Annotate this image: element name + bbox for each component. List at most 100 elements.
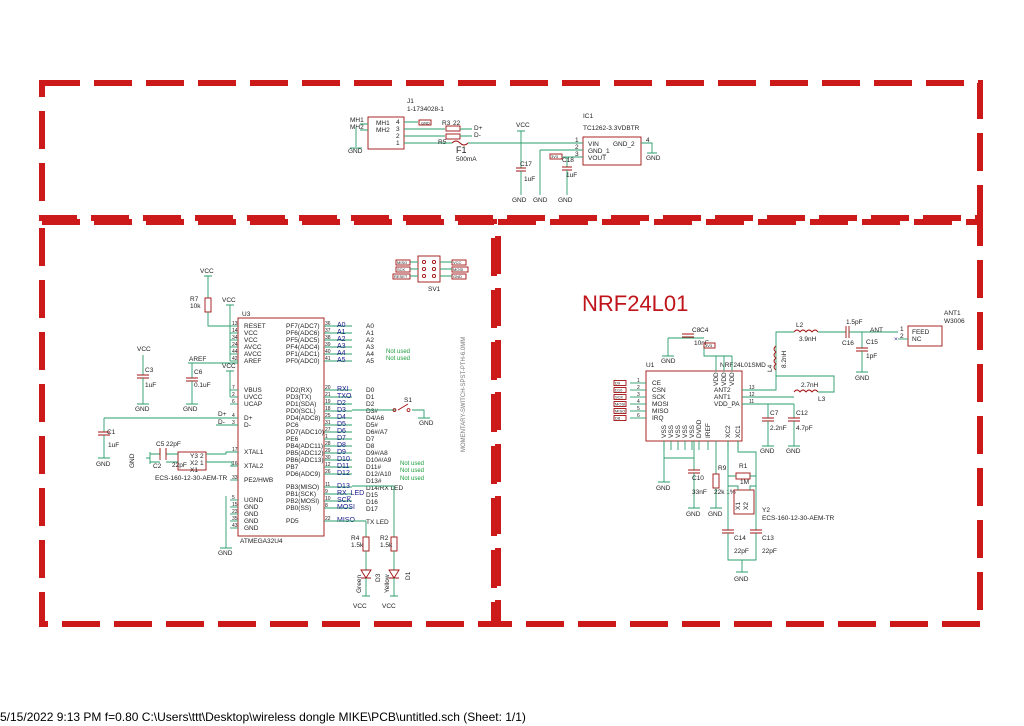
svg-text:3: 3 xyxy=(637,392,640,398)
mcu-io-label: D8 xyxy=(366,443,375,450)
svg-text:GND: GND xyxy=(96,461,111,468)
svg-text:3V3: 3V3 xyxy=(705,343,713,348)
nrf-net-label: MOSI xyxy=(615,402,625,407)
svg-text:C8: C8 xyxy=(692,327,701,334)
nrf-right-pin: VDD_PA xyxy=(714,401,740,408)
mcu-right-pin: PF1(ADC1) xyxy=(286,351,320,358)
mcu-io-label: D4/A6 xyxy=(366,415,384,422)
svg-text:11: 11 xyxy=(325,482,330,488)
svg-text:10k: 10k xyxy=(190,303,201,310)
mcu-io-label: D3# xyxy=(366,408,378,415)
top-frame xyxy=(39,80,983,221)
resistor-r5: R5 xyxy=(438,133,461,146)
svg-text:R1: R1 xyxy=(739,463,748,470)
svg-text:D1: D1 xyxy=(405,571,412,580)
svg-text:28: 28 xyxy=(325,441,331,447)
led-d1: R2 1.5k Yellow D1 VCC xyxy=(352,485,412,610)
svg-text:41: 41 xyxy=(325,356,331,362)
svg-text:GND: GND xyxy=(421,121,430,126)
mcu-right-pin: PB0(SS) xyxy=(286,505,311,512)
svg-text:C7: C7 xyxy=(770,410,779,417)
svg-text:GND_2: GND_2 xyxy=(613,141,635,148)
mcu-io-label: A2 xyxy=(366,337,374,344)
mcu-io-label: D15 xyxy=(366,492,378,499)
svg-text:W3006: W3006 xyxy=(944,318,965,325)
svg-text:U1: U1 xyxy=(646,362,655,369)
svg-text:MH2: MH2 xyxy=(376,127,390,134)
svg-text:J1: J1 xyxy=(407,98,414,105)
section-title: NRF24L01 xyxy=(582,291,688,316)
svg-text:1uF: 1uF xyxy=(566,172,577,179)
svg-text:AREF: AREF xyxy=(189,356,206,363)
mcu-left-pin: D+ xyxy=(244,415,253,422)
svg-text:2.2nF: 2.2nF xyxy=(770,425,787,432)
svg-text:1.5k: 1.5k xyxy=(380,542,393,549)
mcu-u3: U3 ATMEGA32U4 xyxy=(237,311,325,545)
svg-text:22: 22 xyxy=(453,120,461,127)
svg-text:16: 16 xyxy=(232,461,238,467)
mcu-net-label: TXO xyxy=(337,393,352,400)
mcu-net-label: D2 xyxy=(337,400,346,407)
svg-text:26: 26 xyxy=(325,469,331,475)
svg-text:Yellow: Yellow xyxy=(384,574,391,593)
svg-text:15: 15 xyxy=(232,502,238,508)
switch-s1: S1 GND xyxy=(352,397,434,427)
svg-text:X2: X2 xyxy=(190,460,198,467)
mcu-right-pin: PB6(ADC13) xyxy=(286,457,324,464)
svg-text:8: 8 xyxy=(325,503,328,509)
mcu-right-pin: PD6(ADC9) xyxy=(286,471,320,478)
svg-text:MH1: MH1 xyxy=(376,120,390,127)
mcu-net-label: D11 xyxy=(337,463,349,470)
svg-text:C18: C18 xyxy=(562,157,574,164)
svg-text:VOUT: VOUT xyxy=(588,155,606,162)
mcu-left-pin: UGND xyxy=(244,497,263,504)
nrf-pins: CE1D9CSN2D10SCK3SCKMOSI4MOSIMISO5MISOIRQ… xyxy=(613,346,755,450)
svg-text:C4: C4 xyxy=(700,327,709,334)
mcu-net-label: A2 xyxy=(337,336,346,343)
svg-text:ECS-160-12-30-AEM-TR: ECS-160-12-30-AEM-TR xyxy=(155,475,228,482)
svg-text:F1: F1 xyxy=(456,145,467,155)
svg-text:R3: R3 xyxy=(442,120,451,127)
svg-text:GND: GND xyxy=(708,511,723,518)
svg-text:FEED: FEED xyxy=(912,329,930,336)
svg-text:GND: GND xyxy=(419,420,434,427)
svg-text:4: 4 xyxy=(396,119,400,126)
svg-text:X1: X1 xyxy=(735,502,742,510)
svg-text:GND: GND xyxy=(183,406,198,413)
bottom-right-frame xyxy=(495,219,983,627)
svg-text:TC1262-3.3VDBTR: TC1262-3.3VDBTR xyxy=(583,125,640,132)
svg-text:5: 5 xyxy=(637,406,640,412)
svg-text:2: 2 xyxy=(396,133,400,140)
svg-text:22pF: 22pF xyxy=(166,441,181,448)
nrf-left-pin: MISO xyxy=(652,408,669,415)
mcu-left-pin: D- xyxy=(244,422,251,429)
mcu-right-pin: PC6 xyxy=(286,422,299,429)
mcu-left-pin: XTAL2 xyxy=(244,463,264,470)
svg-text:12: 12 xyxy=(749,392,755,398)
svg-text:GND: GND xyxy=(855,375,870,382)
svg-text:25: 25 xyxy=(325,413,331,419)
svg-text:43: 43 xyxy=(232,523,238,529)
mcu-right-pin: PF4(ADC4) xyxy=(286,344,320,351)
svg-text:3: 3 xyxy=(232,420,235,426)
svg-text:SV1: SV1 xyxy=(428,286,441,293)
svg-text:C17: C17 xyxy=(520,161,532,168)
mcu-io-label: D14/RX LED xyxy=(366,485,404,492)
svg-text:30: 30 xyxy=(325,455,331,461)
svg-text:R7: R7 xyxy=(190,296,199,303)
svg-text:SCK: SCK xyxy=(397,267,406,272)
svg-text:19: 19 xyxy=(325,399,331,405)
svg-text:TX LED: TX LED xyxy=(366,519,389,526)
svg-text:D+: D+ xyxy=(218,411,227,418)
svg-text:11: 11 xyxy=(749,399,754,405)
svg-text:12: 12 xyxy=(325,462,331,468)
svg-text:VCC: VCC xyxy=(353,603,367,610)
mcu-io-label: A1 xyxy=(366,330,374,337)
svg-text:36: 36 xyxy=(325,321,331,327)
nrf-bottom-pin: IREF xyxy=(705,423,712,438)
svg-text:GND: GND xyxy=(453,274,462,279)
svg-text:3: 3 xyxy=(396,126,400,133)
svg-text:C3: C3 xyxy=(145,367,154,374)
svg-text:Not used: Not used xyxy=(400,476,424,482)
svg-text:1uF: 1uF xyxy=(524,176,535,183)
